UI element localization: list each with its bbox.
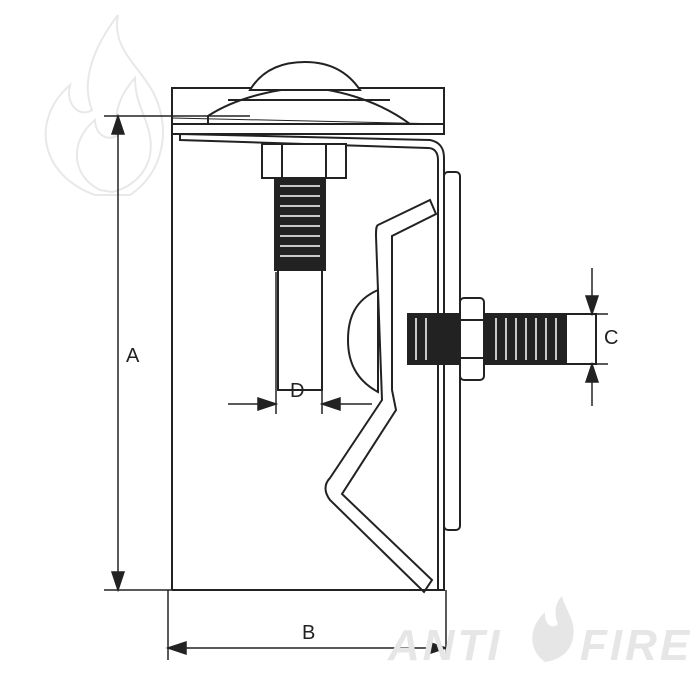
brand-flame-icon <box>532 596 574 662</box>
dimension-d-label: D <box>290 380 304 402</box>
brand-word-anti: ANTI <box>387 621 503 670</box>
thread-marks <box>280 185 557 360</box>
bracket-body <box>171 60 597 594</box>
brand-word-fire: FIRE <box>580 621 692 670</box>
dimension-a-label: A <box>126 345 140 367</box>
dimension-c-label: C <box>604 327 618 349</box>
side-dome <box>346 288 379 394</box>
spring-clip <box>324 198 438 594</box>
dimension-b-label: B <box>302 622 315 644</box>
dimension-d <box>228 272 372 414</box>
hex-head <box>261 143 347 179</box>
dimension-c <box>570 268 608 406</box>
horizontal-screw <box>407 313 567 365</box>
dimension-b <box>165 590 449 660</box>
nut <box>459 297 485 381</box>
flame-icon <box>44 14 164 196</box>
dimension-a <box>104 113 250 593</box>
